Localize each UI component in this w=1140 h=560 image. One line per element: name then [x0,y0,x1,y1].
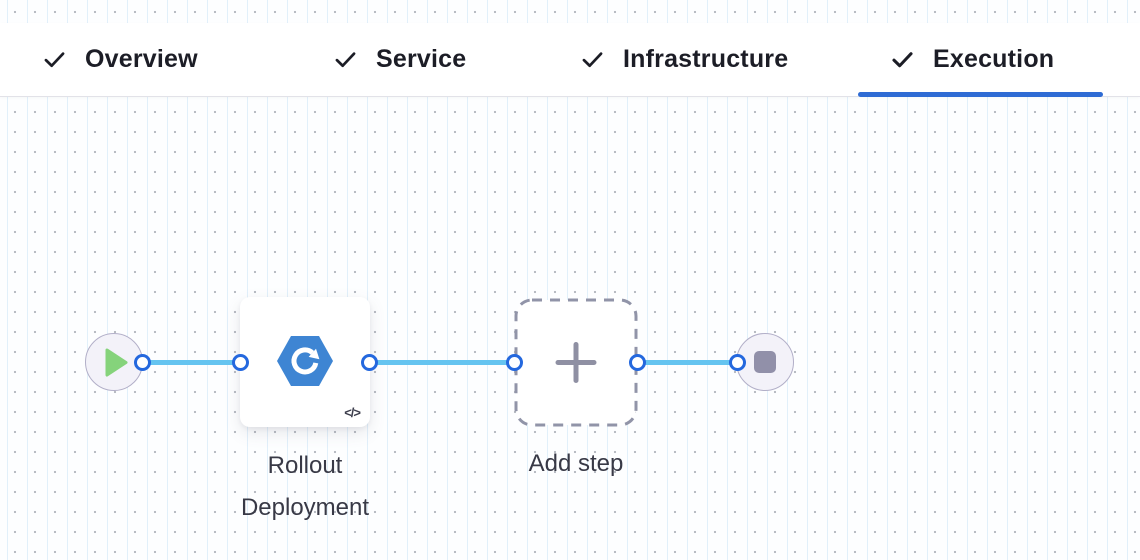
step-card-rollout-deployment[interactable]: </> [240,297,370,427]
connector-port[interactable] [231,354,249,371]
tab-label: Overview [85,45,198,73]
tab-execution[interactable]: Execution [890,23,1054,96]
tab-label: Execution [933,45,1055,73]
rollout-deployment-icon [277,336,333,391]
check-icon [42,47,67,72]
plus-icon [555,342,597,383]
step-name-label: Rollout Deployment [240,452,370,521]
check-icon [333,47,358,72]
tab-overview[interactable]: Overview [42,23,198,96]
tab-infrastructure[interactable]: Infrastructure [580,23,788,96]
stop-icon [754,351,776,373]
tab-service[interactable]: Service [333,23,466,96]
connector-line [142,360,240,365]
check-icon [890,47,915,72]
tab-label: Infrastructure [623,45,789,73]
check-icon [580,47,605,72]
tab-label: Service [376,45,467,73]
connector-port[interactable] [505,354,523,371]
code-view-toggle[interactable]: </> [344,405,361,420]
add-step-label: Add step [528,450,624,477]
connector-port[interactable] [628,354,646,371]
connector-line [637,360,737,365]
add-step-node[interactable] [514,298,638,427]
stage-config-tabbar: Overview Service Infrastructure Executio… [0,23,1140,97]
active-tab-indicator [858,92,1103,97]
play-icon [105,348,129,377]
connector-port[interactable] [360,354,378,371]
connector-line [369,360,514,365]
connector-port[interactable] [133,354,151,371]
connector-port[interactable] [728,354,746,371]
